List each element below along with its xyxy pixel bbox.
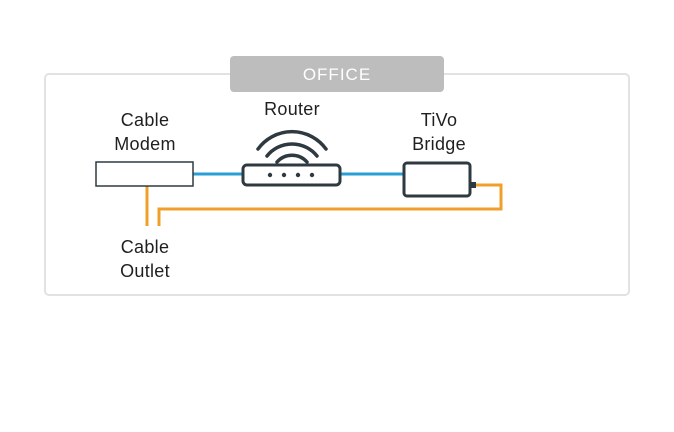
cable-modem-device: Cable Modem — [95, 110, 194, 187]
router-device: Router — [241, 99, 342, 187]
wifi-signal-icon — [256, 129, 328, 164]
cable-modem-icon — [95, 161, 194, 187]
tivo-bridge-label-line1: TiVo — [421, 110, 458, 130]
tivo-bridge-coax-port — [470, 182, 476, 188]
cable-outlet: Cable Outlet — [120, 237, 170, 281]
cable-modem-label-line1: Cable — [121, 110, 170, 130]
tivo-bridge-icon — [402, 161, 472, 198]
room-title: OFFICE — [303, 65, 371, 84]
tivo-bridge-device: TiVo Bridge — [402, 110, 476, 198]
cable-modem-label-line2: Modem — [114, 134, 176, 154]
router-icon — [241, 163, 342, 187]
coax-cable-tivo-outlet — [157, 183, 503, 226]
cable-outlet-label-line2: Outlet — [120, 261, 170, 281]
router-label: Router — [264, 99, 320, 119]
router-status-lights — [267, 172, 315, 178]
tivo-bridge-label-line2: Bridge — [412, 134, 466, 154]
cable-outlet-label-line1: Cable — [121, 237, 170, 257]
room-title-tab — [230, 56, 444, 92]
